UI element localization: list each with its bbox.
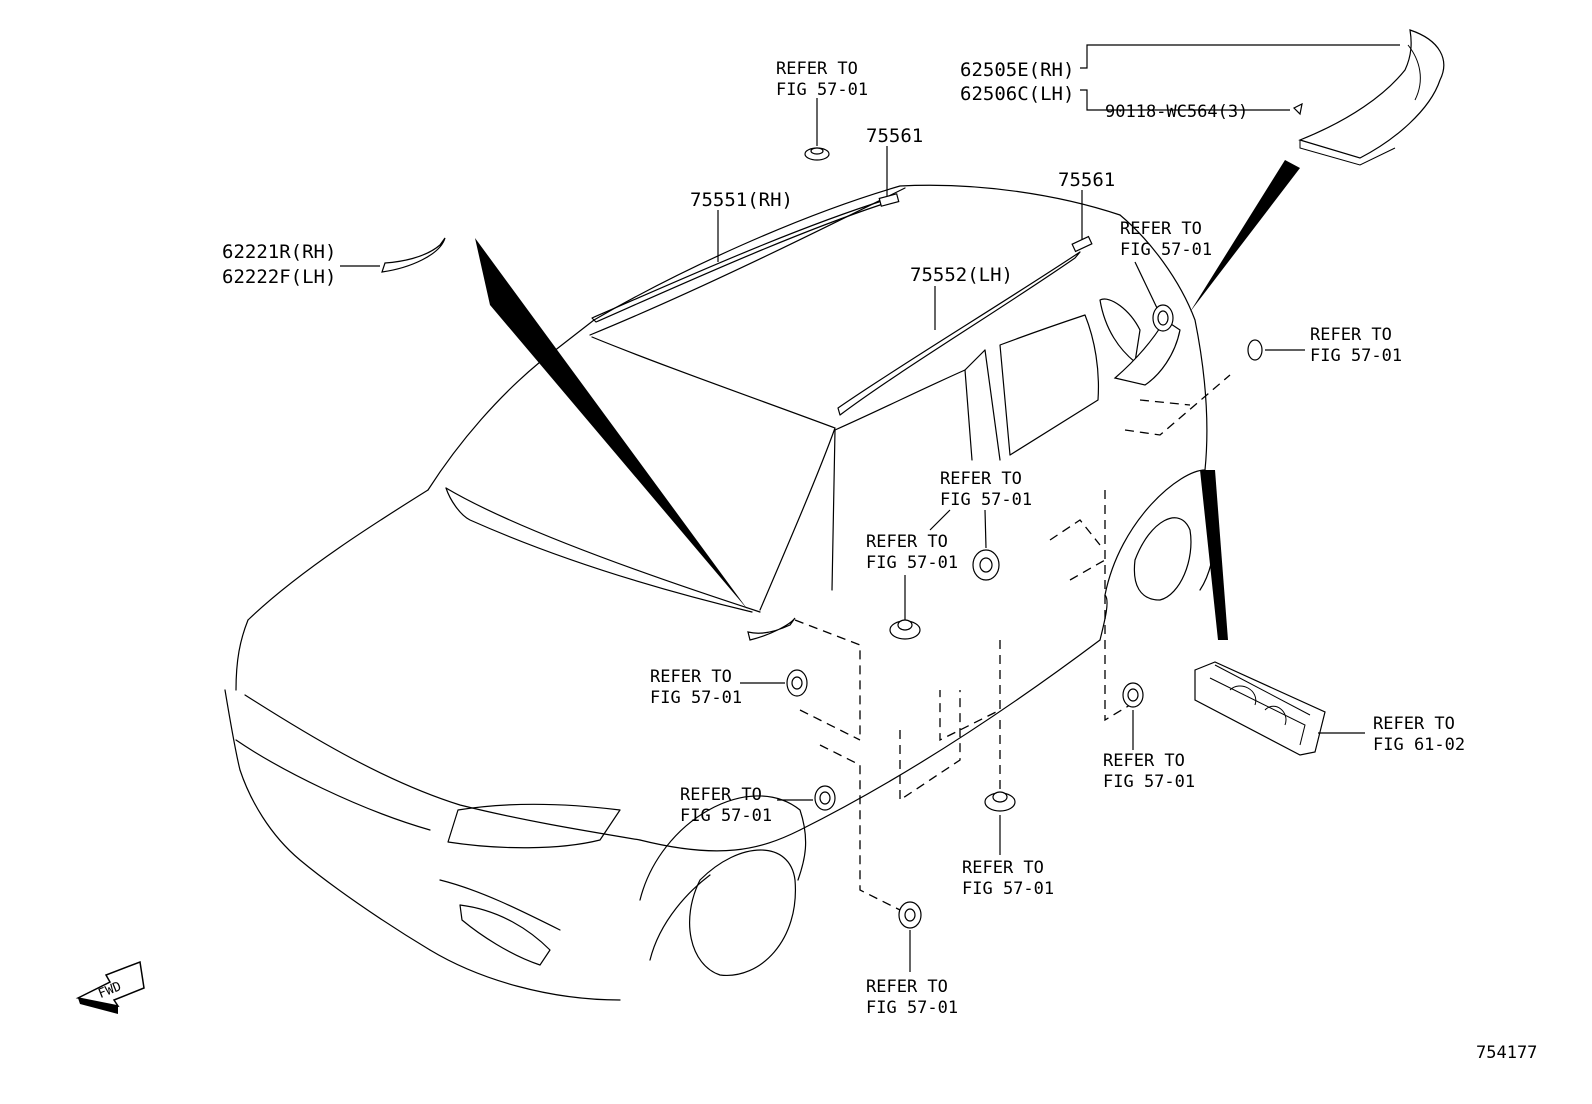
labels: REFER TO FIG 57-01 62505E(RH) 62506C(LH)… <box>96 59 1537 1063</box>
part-75561-cap-a <box>878 193 900 207</box>
refer-rear-right-line2: FIG 57-01 <box>1310 346 1402 366</box>
rear-garnish-part <box>1194 661 1326 756</box>
clip-rear-right-icon <box>1247 339 1263 361</box>
clip-fender-lower-icon <box>814 785 836 811</box>
fwd-arrow-icon <box>75 960 145 1014</box>
clip-fender-upper-icon <box>786 669 808 697</box>
refer-rear-pillar-line1: REFER TO <box>1120 219 1202 239</box>
vehicle-outline <box>224 184 1217 1001</box>
part-number-75552: 75552(LH) <box>910 264 1013 286</box>
part-number-62222f: 62222F(LH) <box>222 266 336 288</box>
clip-rear-pillar-icon <box>1152 304 1174 332</box>
refer-front-door-line1: REFER TO <box>866 532 948 552</box>
part-number-62505e: 62505E(RH) <box>960 59 1074 81</box>
diagram-id: 754177 <box>1476 1043 1537 1063</box>
part-75561-cap-b <box>1071 235 1093 253</box>
part-62221r-trim <box>381 237 446 273</box>
refer-fig61-line1: REFER TO <box>1373 714 1455 734</box>
refer-fender-upper-line1: REFER TO <box>650 667 732 687</box>
part-number-62506c: 62506C(LH) <box>960 83 1074 105</box>
refer-bottom-line1: REFER TO <box>866 977 948 997</box>
part-number-90118: 90118-WC564(3) <box>1105 102 1248 122</box>
clip-bottom-icon <box>898 901 922 929</box>
refer-rocker-center-line2: FIG 57-01 <box>962 879 1054 899</box>
fender-trim-on-car <box>747 617 796 641</box>
part-number-75551: 75551(RH) <box>690 189 793 211</box>
clip-top-icon <box>804 147 830 161</box>
leader-lines <box>340 44 1400 972</box>
refer-top-line2: FIG 57-01 <box>776 80 868 100</box>
leader-wedge-62221r <box>475 238 748 610</box>
part-62505e-spoiler <box>1298 29 1445 166</box>
part-number-75561-a: 75561 <box>866 125 923 147</box>
leader-wedge-62505e <box>1190 160 1300 312</box>
dashed-guides <box>794 374 1231 911</box>
refer-rear-door-line1: REFER TO <box>1103 751 1185 771</box>
part-number-62221r: 62221R(RH) <box>222 241 336 263</box>
part-number-75561-b: 75561 <box>1058 169 1115 191</box>
refer-fender-lower-line2: FIG 57-01 <box>680 806 772 826</box>
rear-quarter-trim <box>1113 319 1181 386</box>
leader-wedge-fig61 <box>1200 470 1228 640</box>
refer-front-door-line2: FIG 57-01 <box>866 553 958 573</box>
refer-fender-upper-line2: FIG 57-01 <box>650 688 742 708</box>
clip-center-pillar-icon <box>972 549 1000 581</box>
refer-rocker-center-line1: REFER TO <box>962 858 1044 878</box>
refer-rear-pillar-line2: FIG 57-01 <box>1120 240 1212 260</box>
refer-center-pillar-line1: REFER TO <box>940 469 1022 489</box>
refer-fig61-line2: FIG 61-02 <box>1373 735 1465 755</box>
clips <box>786 147 1263 929</box>
clip-rear-door-icon <box>1122 682 1144 708</box>
refer-rear-door-line2: FIG 57-01 <box>1103 772 1195 792</box>
clip-90118-icon <box>1292 102 1303 116</box>
refer-top-line1: REFER TO <box>776 59 858 79</box>
clip-front-door-icon <box>889 619 921 640</box>
refer-fender-lower-line1: REFER TO <box>680 785 762 805</box>
refer-bottom-line2: FIG 57-01 <box>866 998 958 1018</box>
clip-rocker-center-icon <box>984 791 1016 812</box>
roof-rails <box>591 199 1081 416</box>
refer-rear-right-line1: REFER TO <box>1310 325 1392 345</box>
refer-center-pillar-line2: FIG 57-01 <box>940 490 1032 510</box>
